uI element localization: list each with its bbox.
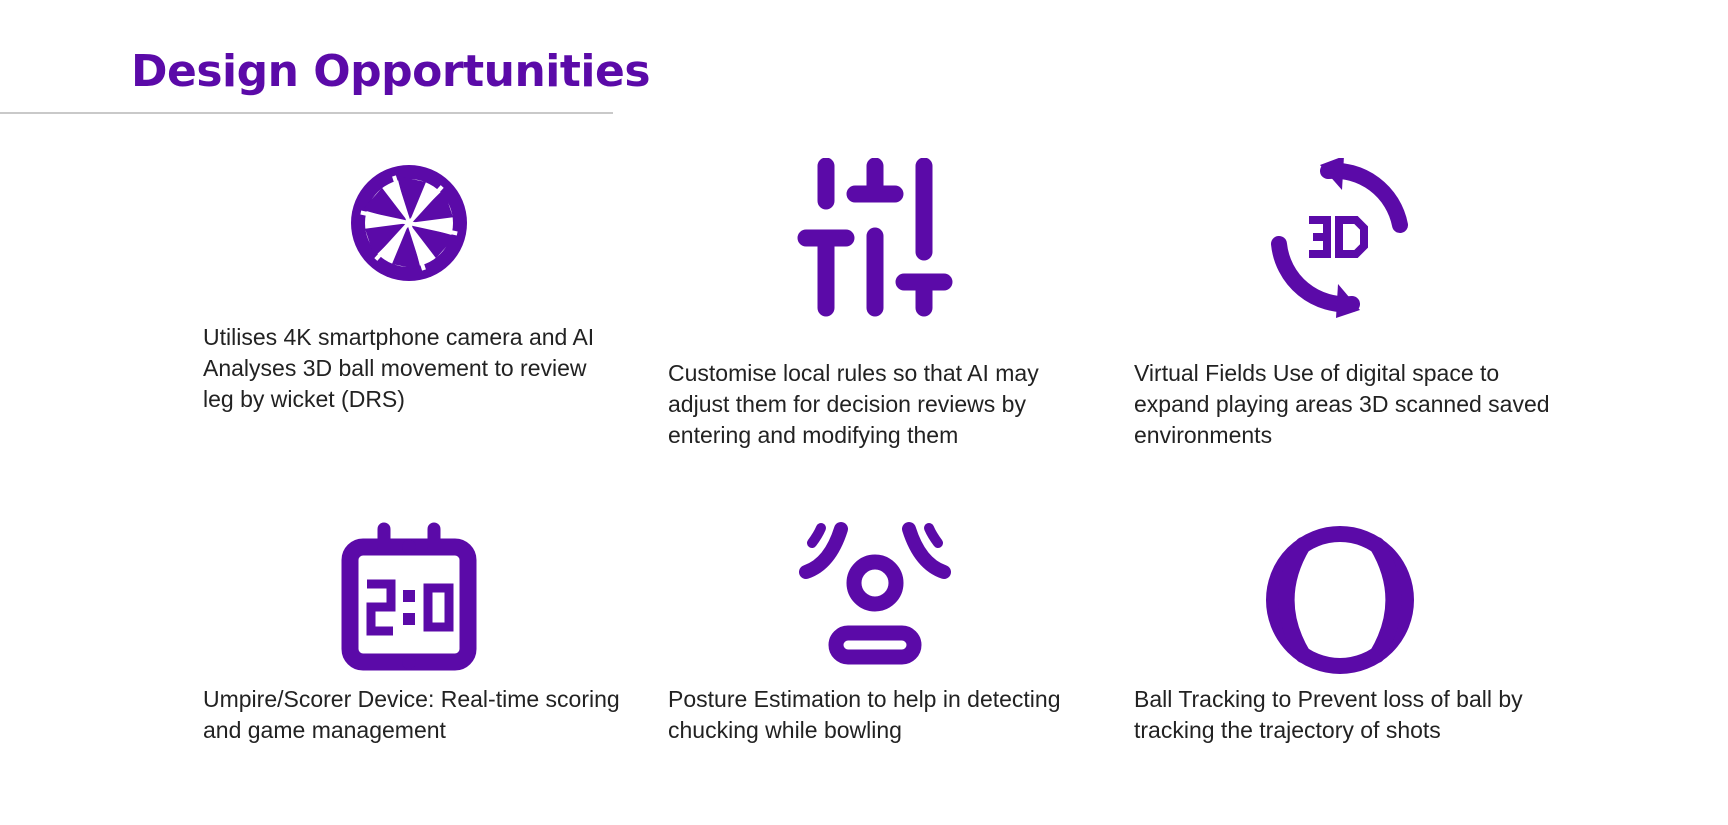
- opportunity-card-scorer: Umpire/Scorer Device: Real-time scoring …: [203, 520, 623, 780]
- card-description: Virtual Fields Use of digital space to e…: [1134, 360, 1550, 448]
- card-description: Utilises 4K smartphone camera and AI Ana…: [203, 324, 595, 412]
- opportunity-card-camera: Utilises 4K smartphone camera and AI Ana…: [203, 158, 623, 418]
- card-description: Ball Tracking to Prevent loss of ball by…: [1134, 686, 1523, 743]
- page-title: Design Opportunities: [131, 46, 651, 97]
- ball-icon: [1260, 520, 1420, 680]
- sliders-icon: [795, 158, 955, 318]
- opportunity-card-ball-tracking: Ball Tracking to Prevent loss of ball by…: [1134, 520, 1554, 780]
- camera-shutter-icon: [329, 158, 489, 318]
- opportunity-card-virtual-fields: Virtual Fields Use of digital space to e…: [1134, 158, 1554, 458]
- title-divider: [0, 112, 613, 114]
- 3d-rotation-icon: [1260, 158, 1420, 318]
- card-description: Posture Estimation to help in detecting …: [668, 686, 1061, 743]
- opportunity-card-rules: Customise local rules so that AI may adj…: [668, 158, 1088, 458]
- scoreboard-icon: [329, 520, 489, 680]
- card-description: Customise local rules so that AI may adj…: [668, 360, 1039, 448]
- opportunity-card-posture: Posture Estimation to help in detecting …: [668, 520, 1088, 780]
- person-detect-icon: [795, 520, 955, 680]
- card-description: Umpire/Scorer Device: Real-time scoring …: [203, 686, 620, 743]
